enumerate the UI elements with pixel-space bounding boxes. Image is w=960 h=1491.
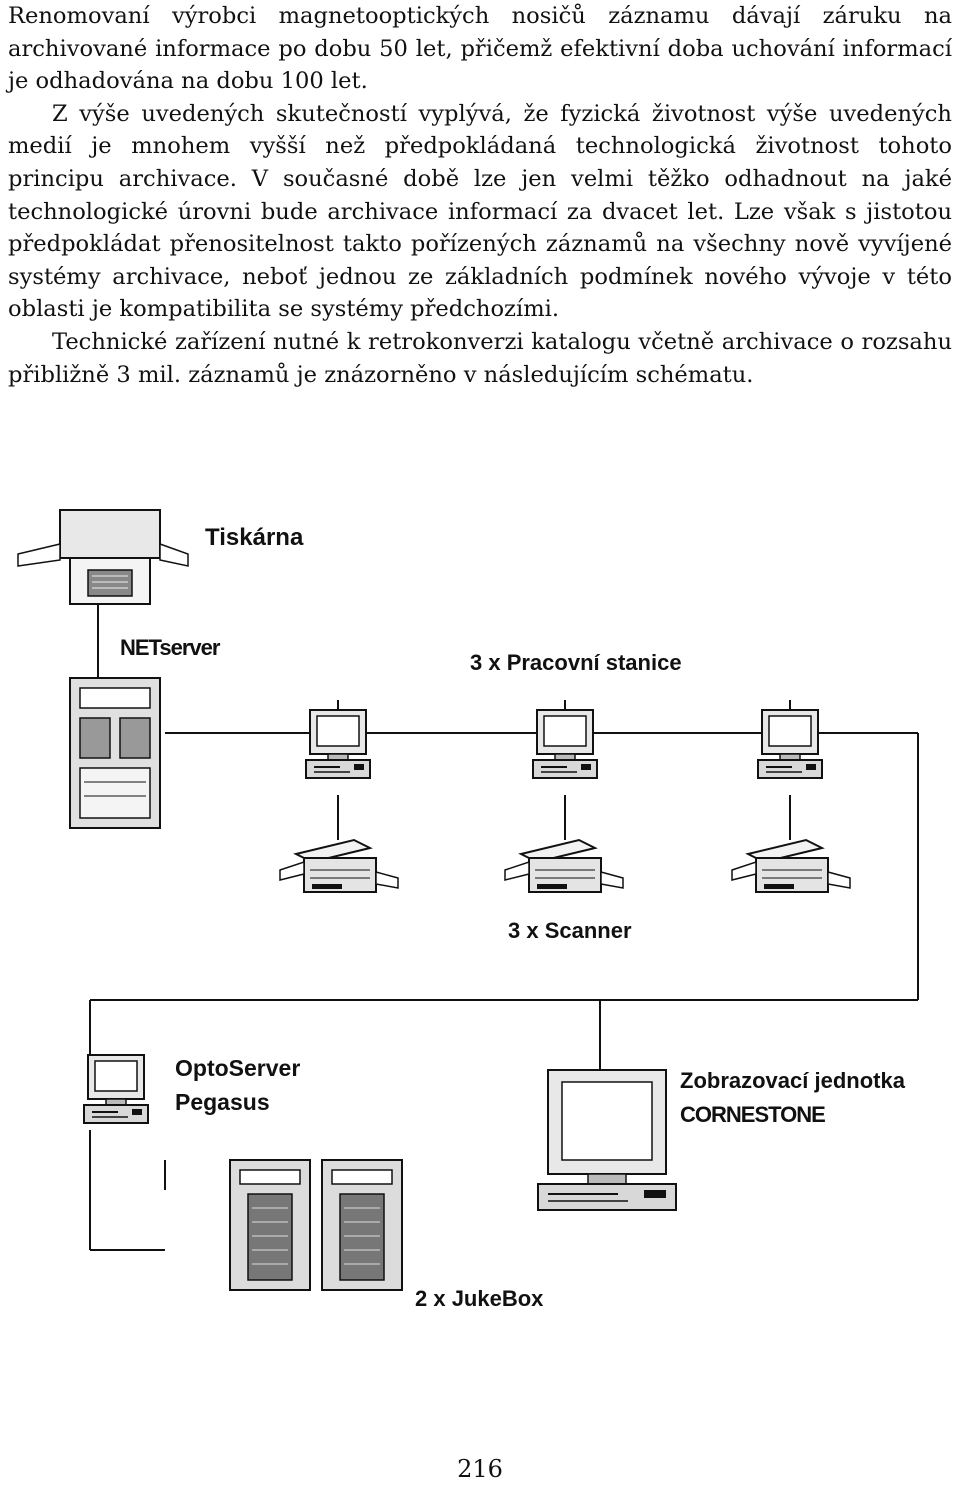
network-diagram: Tiskárna NETserver 3 x Pracovní stanice … [17,509,919,1311]
display-unit-icon [537,1069,677,1211]
scanners-label: 3 x Scanner [508,918,632,943]
paragraph-2: Z výše uvedených skutečností vyplývá, že… [8,100,952,323]
display-label: Zobrazovací jednotka [680,1068,906,1093]
workstation-icon [532,709,598,779]
scanner-icon [731,839,851,893]
network-lines [89,600,919,1251]
jukebox-icon [321,1159,403,1291]
workstation-icon [757,709,823,779]
scanner-icon [279,839,399,893]
optoserver-label: OptoServer [175,1055,300,1081]
scanner-icon [504,839,624,893]
workstations-label: 3 x Pracovní stanice [470,650,682,675]
body-text: Renomovaní výrobci magnetooptických nosi… [8,0,952,391]
display-label-2: CORNESTONE [680,1102,825,1127]
netserver-icon [69,677,161,829]
netserver-label: NETserver [120,635,221,660]
jukebox-icon [229,1159,311,1291]
workstation-icon [305,709,371,779]
page-number: 216 [457,1455,503,1483]
paragraph-3: Technické zařízení nutné k retrokonverzi… [8,328,952,388]
optoserver-icon [83,1054,149,1124]
jukebox-label: 2 x JukeBox [415,1286,544,1311]
paragraph-1: Renomovaní výrobci magnetooptických nosi… [8,3,952,95]
printer-label: Tiskárna [205,524,304,551]
printer-icon [17,509,189,605]
optoserver-label-2: Pegasus [175,1089,270,1115]
